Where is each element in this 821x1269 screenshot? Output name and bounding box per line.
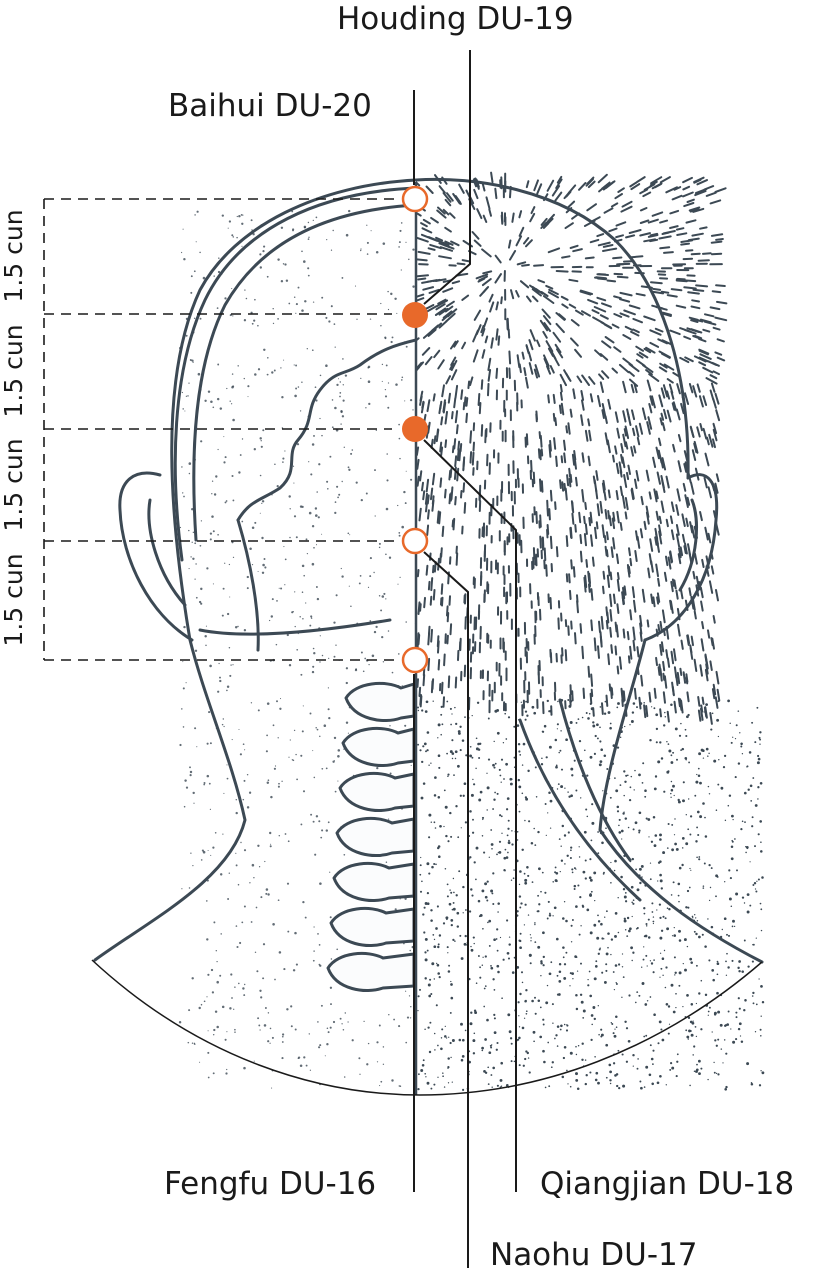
label-naohu: Naohu DU-17 [490, 1237, 698, 1269]
point-labels: Houding DU-19 Baihui DU-20 Fengfu DU-16 … [164, 1, 794, 1269]
houding-marker[interactable] [402, 302, 428, 328]
measurement-brackets [43, 198, 400, 661]
shoulder-arc [91, 959, 763, 1096]
baihui-marker[interactable] [401, 185, 429, 213]
label-fengfu: Fengfu DU-16 [164, 1166, 376, 1202]
hair-texture [416, 171, 728, 725]
label-baihui: Baihui DU-20 [168, 88, 372, 124]
cervical-spine [326, 681, 416, 992]
naohu-marker[interactable] [401, 527, 429, 555]
neck-stipple [417, 698, 765, 1091]
cun-label-1: 1.5 cun [0, 209, 28, 302]
cun-label-2: 1.5 cun [0, 324, 28, 417]
leader-qiangjian [423, 439, 517, 1192]
leader-lines [413, 50, 517, 1268]
qiangjian-marker[interactable] [402, 416, 428, 442]
back-of-head [416, 177, 764, 964]
label-qiangjian: Qiangjian DU-18 [540, 1166, 794, 1202]
measurement-labels: 1.5 cun 1.5 cun 1.5 cun 1.5 cun [0, 209, 28, 646]
label-houding: Houding DU-19 [337, 1, 574, 37]
fengfu-marker[interactable] [401, 646, 429, 674]
cun-label-4: 1.5 cun [0, 553, 28, 646]
skull-cutaway [93, 178, 416, 962]
acupoints [401, 185, 429, 674]
cun-label-3: 1.5 cun [0, 438, 28, 531]
leader-naohu [423, 551, 469, 1268]
leader-houding [423, 50, 471, 305]
